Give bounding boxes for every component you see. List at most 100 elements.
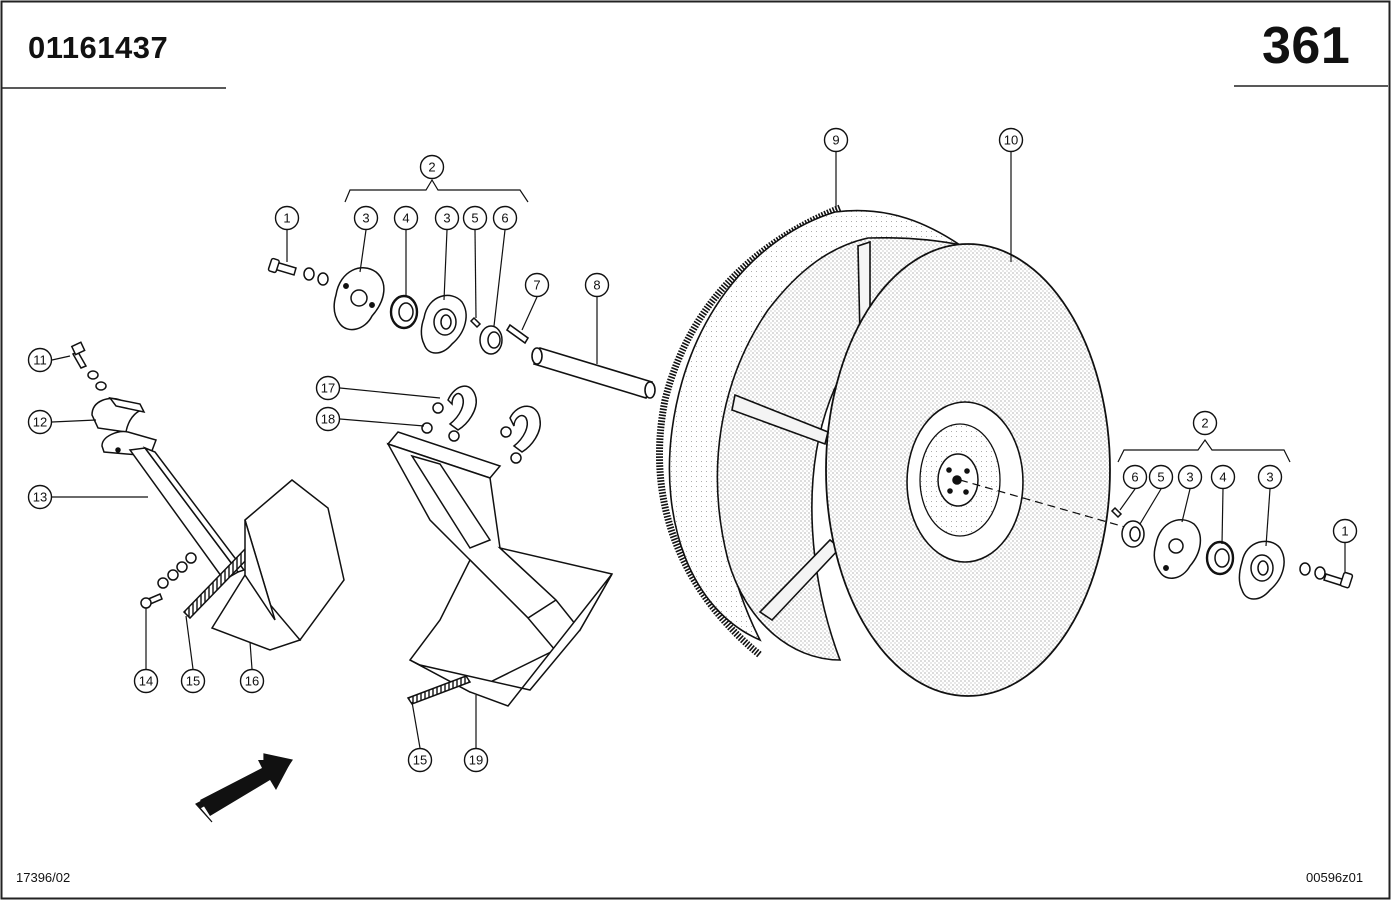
nut-14a (157, 577, 169, 589)
callout-2: 2 (419, 154, 445, 180)
callout-circle (462, 205, 488, 231)
callout-circle (27, 347, 53, 373)
callout-circle (492, 205, 518, 231)
callout-label: 16 (245, 674, 259, 689)
deflector-19-slot (410, 454, 492, 549)
callout-3: 3 (1257, 464, 1283, 490)
washer-11b (95, 381, 107, 391)
page-number: 361 (1262, 17, 1351, 75)
callout-label: 3 (1186, 470, 1193, 485)
deflector-19-base (409, 573, 613, 707)
serrated-strip-15b (406, 675, 472, 705)
flange-3c-hole (1168, 538, 1184, 554)
drum-hub-bolt-1 (946, 467, 952, 473)
flange-3c-bolt (1163, 565, 1169, 571)
callout-circle (133, 668, 159, 694)
brace-2-left (344, 178, 529, 203)
shaft-tube (532, 347, 654, 399)
callout-label: 6 (501, 211, 508, 226)
callout-circle (1257, 464, 1283, 490)
part-number: 01161437 (28, 30, 169, 65)
callout-circle (524, 272, 550, 298)
callout-12: 12 (27, 409, 53, 435)
callout-label: 13 (33, 490, 47, 505)
flange-3d-hub-inner (1257, 560, 1269, 576)
callout-15: 15 (180, 668, 206, 694)
callout-label: 2 (1201, 416, 1208, 431)
callout-circle (584, 272, 610, 298)
callout-8: 8 (584, 272, 610, 298)
hook-17a (447, 385, 477, 431)
brace-2-right (1117, 438, 1291, 463)
center-bracket-assembly (386, 385, 614, 707)
bolt-1-right-head (1339, 571, 1354, 589)
callout-circle (353, 205, 379, 231)
nut-18c (448, 430, 460, 442)
shaft-end-left (531, 347, 543, 365)
callout-6: 6 (492, 205, 518, 231)
callout-label: 7 (533, 278, 540, 293)
callout-16: 16 (239, 668, 265, 694)
drum-hub-hole (952, 475, 962, 485)
setscrew-6-right (1110, 506, 1123, 519)
callout-label: 1 (283, 211, 290, 226)
callout-circle (315, 375, 341, 401)
drawing-reference-left: 17396/02 (16, 870, 71, 885)
callout-circle (180, 668, 206, 694)
scoop-16-side (244, 519, 276, 621)
arm-13-side (142, 446, 246, 573)
callout-circle (1177, 464, 1203, 490)
callout-label: 14 (139, 674, 153, 689)
washer-1-left (303, 267, 315, 281)
nut-14c (176, 561, 188, 573)
callout-11: 11 (27, 347, 53, 373)
callout-circle (434, 205, 460, 231)
nut-18e (510, 452, 522, 464)
callout-label: 10 (1004, 133, 1018, 148)
nut-18d (500, 426, 512, 438)
callout-4: 4 (393, 205, 419, 231)
right-bearing-kit (1110, 506, 1354, 600)
callout-label: 3 (443, 211, 450, 226)
callout-label: 1 (1341, 524, 1348, 539)
drum-assembly (656, 204, 1126, 697)
washer-11a (87, 370, 99, 380)
callout-label: 19 (469, 753, 483, 768)
callout-circle (1122, 464, 1148, 490)
callout-6: 6 (1122, 464, 1148, 490)
callout-circle (1210, 464, 1236, 490)
callout-label: 4 (1219, 470, 1226, 485)
nut-18b (421, 422, 433, 434)
callout-label: 15 (413, 753, 427, 768)
callout-circle (419, 154, 445, 180)
callout-label: 11 (33, 353, 47, 368)
callout-label: 2 (428, 160, 435, 175)
callout-3: 3 (353, 205, 379, 231)
collar-5-right-inner (1129, 526, 1141, 542)
drum-toothed-rim (656, 204, 842, 658)
pin (505, 323, 530, 345)
callout-circle (463, 747, 489, 773)
flange-3a-bolt-a (343, 283, 349, 289)
nut-1-left (317, 272, 329, 286)
callout-circle (274, 205, 300, 231)
drum-axis-line (959, 479, 1126, 528)
callout-label: 12 (33, 415, 47, 430)
nut-1-right (1299, 562, 1311, 576)
callout-3: 3 (1177, 464, 1203, 490)
callout-5: 5 (1148, 464, 1174, 490)
callout-10: 10 (998, 127, 1024, 153)
clamp-12-ear (108, 396, 146, 414)
drawing-reference-right: 00596z01 (1306, 870, 1364, 885)
callout-label: 9 (832, 133, 839, 148)
flow-direction-arrow-body (200, 760, 292, 816)
nut-14d (185, 552, 197, 564)
callout-4: 4 (1210, 464, 1236, 490)
callout-19: 19 (463, 747, 489, 773)
nut-18a (432, 402, 444, 414)
callout-7: 7 (524, 272, 550, 298)
hook-17b (509, 405, 541, 453)
